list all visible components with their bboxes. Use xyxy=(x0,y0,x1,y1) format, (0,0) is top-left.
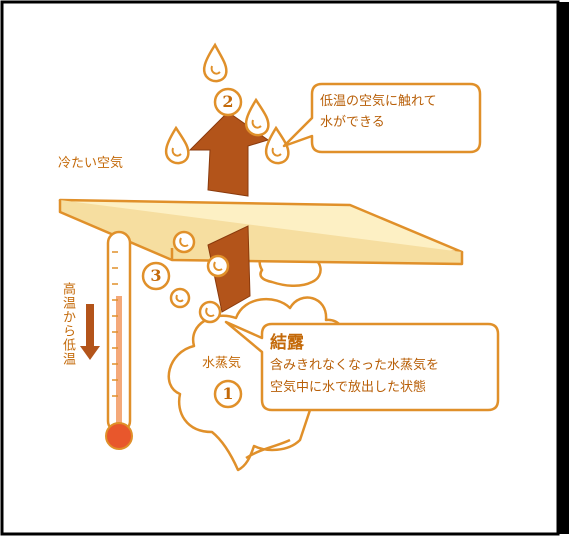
droplet xyxy=(169,287,191,309)
frame-right-edge xyxy=(559,2,569,534)
droplet xyxy=(202,42,228,83)
lower-arrow xyxy=(207,225,251,313)
temperature-down-arrow xyxy=(80,304,100,360)
droplet xyxy=(172,230,196,254)
step-1-number: 1 xyxy=(222,384,234,403)
top-callout-line1: 低温の空気に触れて xyxy=(320,94,437,109)
cold-plate xyxy=(58,198,464,266)
droplet xyxy=(164,125,190,165)
thermometer-ticks xyxy=(112,251,118,397)
thermometer-mercury xyxy=(116,296,122,430)
step-3-circle xyxy=(141,261,171,291)
dew-title: 結露 xyxy=(270,333,304,353)
step-circles xyxy=(141,87,243,409)
water-droplets xyxy=(164,42,290,324)
thermometer xyxy=(105,230,133,450)
dew-callout-bubble xyxy=(224,320,500,412)
top-callout-line2: 水ができる xyxy=(320,115,385,130)
top-callout-bubble xyxy=(282,82,482,154)
step-3-number: 3 xyxy=(150,266,162,285)
dew-description-line2: 空気中に水で放出した状態 xyxy=(270,380,427,395)
droplet xyxy=(244,97,270,137)
step-1-circle xyxy=(213,379,243,409)
droplet-glints xyxy=(171,65,282,318)
step-2-circle xyxy=(213,87,243,117)
thermometer-bulb xyxy=(105,422,133,450)
droplet xyxy=(198,300,222,324)
thermometer-vertical-label: 高温から低温 xyxy=(60,282,75,366)
vapor-label: 水蒸気 xyxy=(202,356,242,371)
dew-description-line1: 含みきれなくなった水蒸気を xyxy=(270,358,440,373)
droplet xyxy=(206,254,230,278)
step-2-number: 2 xyxy=(222,92,234,111)
cold-air-label: 冷たい空気 xyxy=(58,156,124,171)
